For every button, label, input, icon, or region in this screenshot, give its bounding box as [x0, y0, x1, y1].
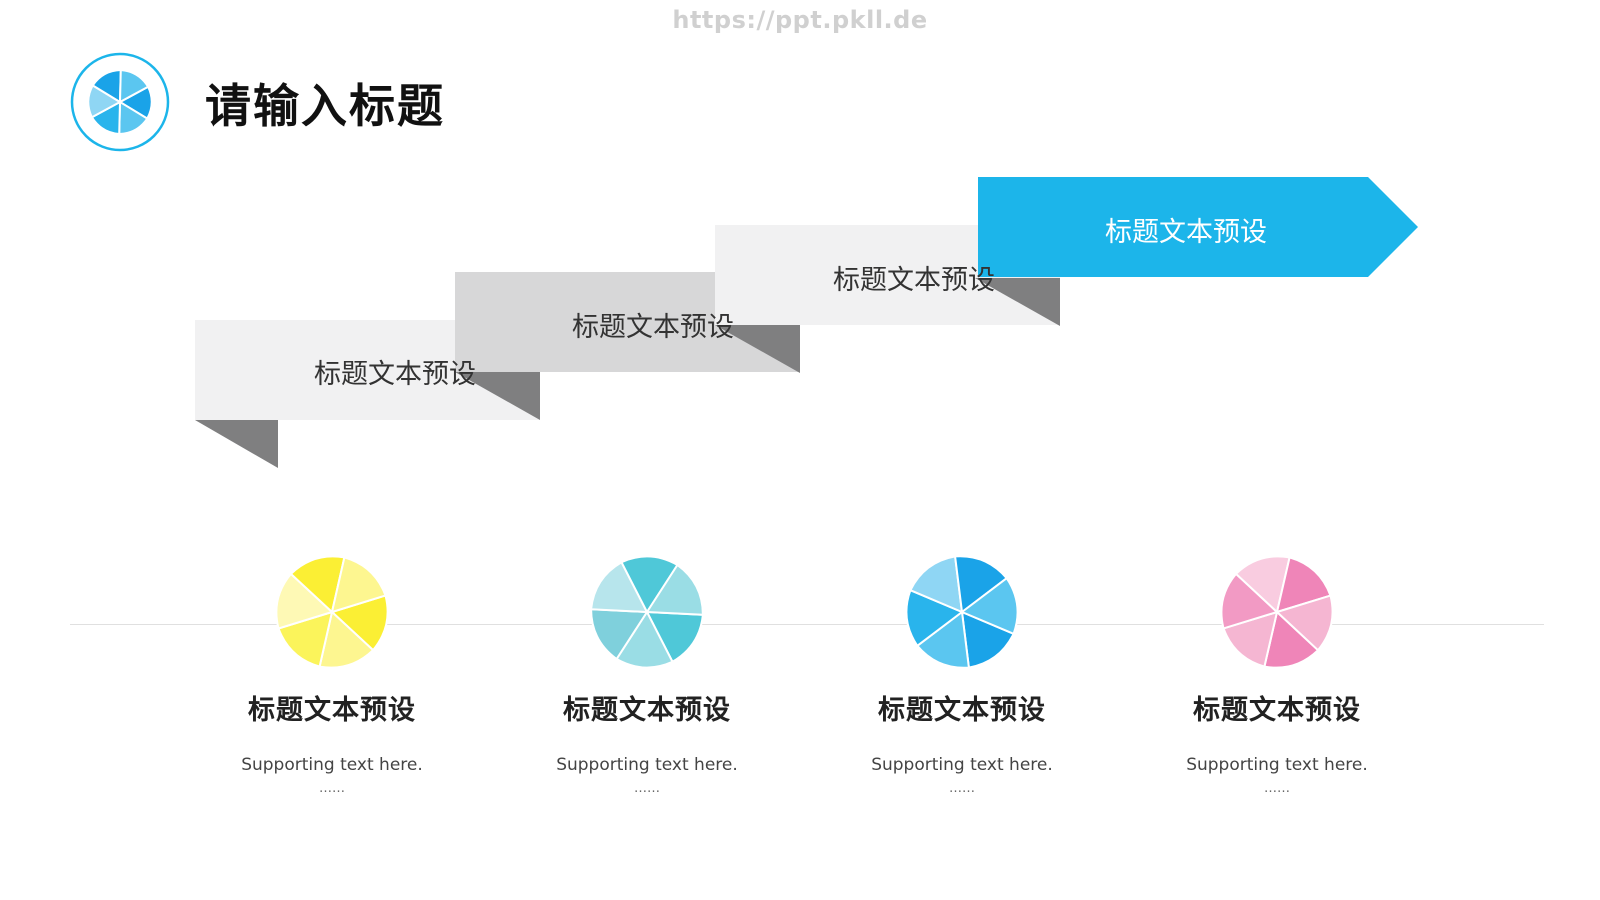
item-2: 标题文本预设 Supporting text here. ……: [497, 550, 797, 796]
item-3-text: Supporting text here.: [871, 755, 1053, 775]
item-3-title: 标题文本预设: [878, 695, 1046, 726]
pie-slice: [645, 563, 704, 616]
pie-slice: [118, 68, 150, 104]
item-1-title: 标题文本预设: [248, 695, 416, 726]
item-2-text: Supporting text here.: [556, 755, 738, 775]
pie-slice: [1275, 594, 1334, 652]
step-3-fold: [715, 325, 800, 373]
step-4-fold: [975, 278, 1060, 326]
step-4-arrow: [978, 177, 1418, 277]
item-4-title: 标题文本预设: [1193, 695, 1361, 726]
step-diagram: [195, 177, 1418, 468]
item-4-ellipsis: ……: [1264, 781, 1290, 796]
item-3-ellipsis: ……: [949, 781, 975, 796]
item-2-title: 标题文本预设: [563, 695, 731, 726]
blue-pie-icon: [905, 555, 1019, 669]
step-1-fold: [195, 420, 278, 468]
timeline-line: [70, 624, 1544, 625]
item-3: 标题文本预设 Supporting text here. ……: [812, 550, 1112, 796]
item-1-text: Supporting text here.: [241, 755, 423, 775]
teal-pie-icon: [589, 555, 705, 669]
watermark-url: https://ppt.pkll.de: [672, 6, 928, 34]
yellow-pie-icon: [275, 555, 389, 669]
step-2-label: 标题文本预设: [572, 312, 734, 343]
step-4-label: 标题文本预设: [1105, 217, 1267, 248]
item-4-text: Supporting text here.: [1186, 755, 1368, 775]
item-1-ellipsis: ……: [319, 781, 345, 796]
step-2-fold: [455, 372, 540, 420]
pie-slice: [330, 556, 387, 614]
pie-slice: [960, 576, 1019, 636]
item-4: 标题文本预设 Supporting text here. ……: [1127, 550, 1427, 796]
item-2-ellipsis: ……: [634, 781, 660, 796]
step-1-label: 标题文本预设: [314, 359, 476, 390]
pie-logo-icon: [70, 52, 170, 152]
item-1: 标题文本预设 Supporting text here. ……: [182, 550, 482, 796]
page-title: 请输入标题: [205, 79, 445, 133]
pink-pie-icon: [1220, 555, 1334, 669]
step-3-label: 标题文本预设: [833, 265, 995, 296]
